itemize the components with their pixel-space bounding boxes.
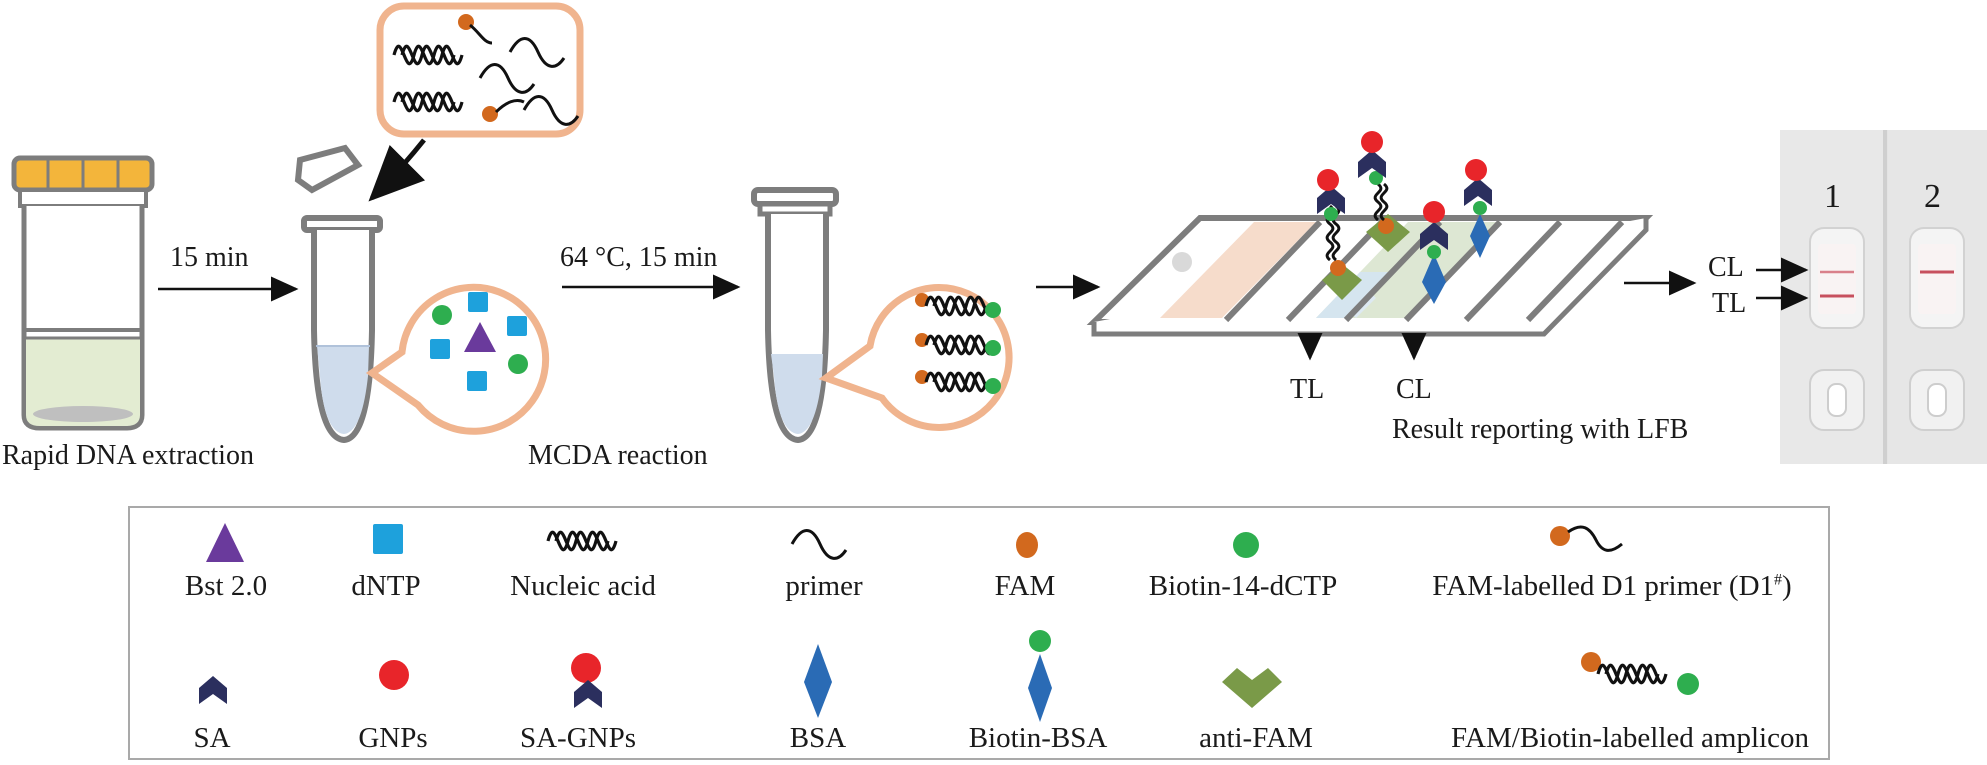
legend-fam: FAM xyxy=(994,570,1056,602)
reagents-bubble xyxy=(365,283,550,435)
mcda-tube-icon xyxy=(751,187,839,444)
legend-sa: SA xyxy=(193,722,231,754)
amplicon-icon xyxy=(1581,652,1699,695)
mcda-label: MCDA reaction xyxy=(528,440,708,471)
dntp-icon xyxy=(373,524,403,554)
legend-nucleic: Nucleic acid xyxy=(510,570,656,602)
legend-bst: Bst 2.0 xyxy=(184,570,268,602)
legend-box xyxy=(128,506,1830,760)
legend-gnps: GNPs xyxy=(358,722,428,754)
amplicon-bubble xyxy=(818,283,1013,431)
bst-icon xyxy=(206,523,244,562)
fam-icon xyxy=(1016,532,1038,558)
extraction-label: Rapid DNA extraction xyxy=(2,440,254,471)
reaction-tube-icon xyxy=(294,144,383,444)
legend-icons xyxy=(199,523,1699,722)
cl-strip-label: CL xyxy=(1396,374,1432,405)
strip-2-number: 2 xyxy=(1924,178,1941,215)
legend-biotin-bsa: Biotin-BSA xyxy=(968,722,1108,754)
legend-dntp: dNTP xyxy=(351,570,421,602)
sa-gnps-icon xyxy=(571,653,602,708)
photo-cl-label: CL xyxy=(1708,252,1744,283)
anti-fam-icon xyxy=(1222,668,1282,708)
legend-sa-gnps: SA-GNPs xyxy=(519,722,637,754)
template-bubble xyxy=(376,2,584,138)
fam-primer-icon xyxy=(1550,525,1623,552)
lfb-label: Result reporting with LFB xyxy=(1392,414,1689,445)
result-photo xyxy=(1780,130,1987,464)
sample-jar-icon xyxy=(11,155,155,431)
strip-1-number: 1 xyxy=(1824,178,1841,215)
legend-anti-fam: anti-FAM xyxy=(1199,722,1313,754)
condition-label: 64 °C, 15 min xyxy=(560,242,718,273)
legend-fam-primer: FAM-labelled D1 primer (D1#) xyxy=(1432,570,1792,602)
legend-primer: primer xyxy=(785,570,863,602)
time-label: 15 min xyxy=(170,242,249,273)
biotin-bsa-icon xyxy=(1028,630,1052,722)
legend-bsa: BSA xyxy=(789,722,847,754)
lfb-strip-icon xyxy=(1086,131,1654,337)
biotin-icon xyxy=(1233,532,1259,558)
gnps-icon xyxy=(379,660,409,690)
arrow-template-to-tube xyxy=(368,138,426,202)
legend-amplicon: FAM/Biotin-labelled amplicon xyxy=(1451,722,1809,754)
legend-biotin: Biotin-14-dCTP xyxy=(1148,570,1338,602)
photo-tl-label: TL xyxy=(1712,288,1747,319)
tl-strip-label: TL xyxy=(1290,374,1325,405)
bsa-icon xyxy=(804,644,832,718)
